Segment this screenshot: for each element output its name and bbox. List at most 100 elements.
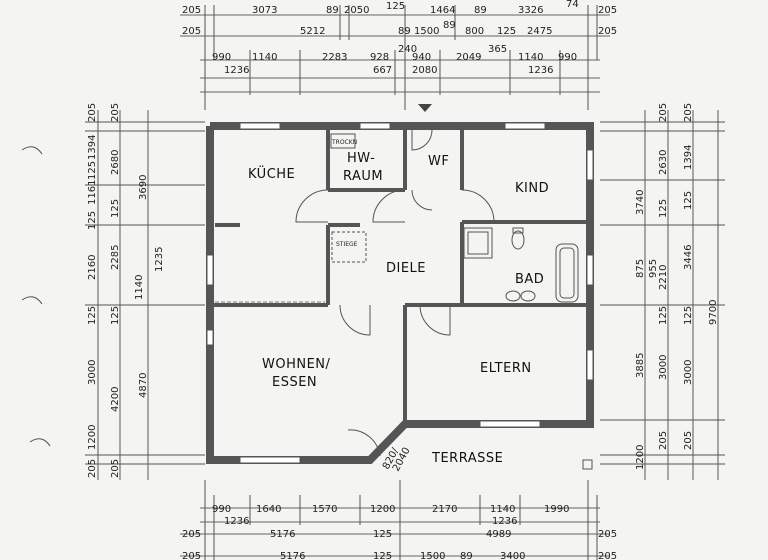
svg-text:89: 89 [443,20,456,31]
svg-text:205: 205 [110,459,121,478]
svg-text:365: 365 [488,44,507,55]
svg-text:2049: 2049 [456,52,481,63]
svg-text:1394: 1394 [683,145,694,170]
room-label-bad: BAD [515,272,544,287]
svg-text:205: 205 [683,431,694,450]
room-label-hw-raum-2: RAUM [343,169,383,184]
room-label-wohnen-1: WOHNEN/ [262,357,331,372]
svg-text:125: 125 [87,161,98,180]
svg-text:3000: 3000 [658,355,669,380]
room-label-diele: DIELE [386,261,426,276]
svg-text:125: 125 [683,306,694,325]
left-dims-col2: 205 2680 125 2285 1140 125 4200 205 [110,103,145,478]
svg-text:125: 125 [87,211,98,230]
entrance-arrow-icon [418,104,432,112]
svg-text:205: 205 [110,103,121,122]
svg-text:1140: 1140 [134,275,145,300]
svg-text:125: 125 [386,1,405,12]
svg-text:205: 205 [598,529,617,540]
top-dimension-lines [180,5,610,110]
bottom-dims-row2: 205 5176 125 4989 205 [182,529,617,540]
svg-text:1140: 1140 [518,52,543,63]
svg-text:2160: 2160 [87,255,98,280]
svg-text:4870: 4870 [138,373,149,398]
svg-text:3400: 3400 [500,551,525,560]
stair-label: STIEGE [336,241,358,248]
svg-text:1236: 1236 [224,516,249,527]
bottom-dimension-lines [180,480,610,560]
svg-text:205: 205 [87,459,98,478]
svg-text:1236: 1236 [224,65,249,76]
svg-text:1990: 1990 [544,504,569,515]
top-dims-row3: 990 1140 2283 928 240 940 2049 365 1140 … [212,44,577,76]
svg-text:3740: 3740 [635,190,646,215]
svg-text:1500: 1500 [414,26,439,37]
svg-text:1140: 1140 [252,52,277,63]
room-label-eltern: ELTERN [480,361,532,376]
svg-text:125: 125 [658,199,669,218]
binder-holes [21,146,51,447]
room-label-wohnen-2: ESSEN [272,375,317,390]
svg-text:205: 205 [182,551,201,560]
svg-text:125: 125 [110,306,121,325]
svg-text:1200: 1200 [635,445,646,470]
room-label-kind: KIND [515,181,549,196]
svg-text:1500: 1500 [420,551,445,560]
svg-text:1236: 1236 [492,516,517,527]
svg-text:1236: 1236 [528,65,553,76]
svg-text:125: 125 [373,529,392,540]
svg-text:205: 205 [87,103,98,122]
svg-text:205: 205 [683,103,694,122]
svg-text:1235: 1235 [154,247,165,272]
right-dims-col2: 205 2630 125 955 2210 125 3000 205 [648,103,669,450]
svg-text:667: 667 [373,65,392,76]
svg-text:205: 205 [182,5,201,16]
left-dims-col1: 205 1394 125 1161 125 2160 125 3000 1200… [87,103,98,478]
interior-walls [210,130,590,424]
svg-text:1464: 1464 [430,5,455,16]
svg-text:2680: 2680 [110,150,121,175]
bottom-dims-row1: 990 1640 1570 1200 2170 1140 1990 1236 1… [212,504,569,527]
svg-text:800: 800 [465,26,484,37]
svg-text:1570: 1570 [312,504,337,515]
svg-text:3326: 3326 [518,5,543,16]
terrace-post [582,459,593,470]
bottom-dims-row3: 205 5176 125 1500 89 3400 205 [182,551,617,560]
svg-text:3885: 3885 [635,353,646,378]
svg-text:240: 240 [398,44,417,55]
svg-text:205: 205 [658,431,669,450]
top-dims-row1: 205 3073 89 2050 125 1464 89 3326 74 205 [182,0,617,16]
room-label-hw-raum-1: HW- [347,151,375,166]
svg-text:2285: 2285 [110,245,121,270]
svg-text:3690: 3690 [138,175,149,200]
right-dims-col1: 3740 875 3885 1200 [635,190,646,470]
svg-text:89: 89 [398,26,411,37]
svg-text:1200: 1200 [370,504,395,515]
door-swings [295,129,495,457]
svg-text:3446: 3446 [683,245,694,270]
svg-text:940: 940 [412,52,431,63]
svg-text:205: 205 [658,103,669,122]
stair-marker [331,231,367,263]
svg-text:3073: 3073 [252,5,277,16]
room-label-kueche: KÜCHE [248,165,295,182]
svg-text:2170: 2170 [432,504,457,515]
windows [206,122,594,464]
svg-text:205: 205 [598,5,617,16]
svg-text:1140: 1140 [490,504,515,515]
svg-text:89: 89 [474,5,487,16]
svg-text:89: 89 [460,551,473,560]
room-label-terrasse: TERRASSE [431,451,503,466]
svg-text:4989: 4989 [486,529,511,540]
dryer-box [330,133,356,149]
svg-text:4200: 4200 [110,387,121,412]
svg-text:2475: 2475 [527,26,552,37]
svg-text:125: 125 [373,551,392,560]
svg-text:2630: 2630 [658,150,669,175]
svg-text:5176: 5176 [280,551,305,560]
svg-text:1200: 1200 [87,425,98,450]
svg-text:1394: 1394 [87,135,98,160]
svg-text:990: 990 [212,52,231,63]
svg-text:990: 990 [212,504,231,515]
svg-text:125: 125 [497,26,516,37]
